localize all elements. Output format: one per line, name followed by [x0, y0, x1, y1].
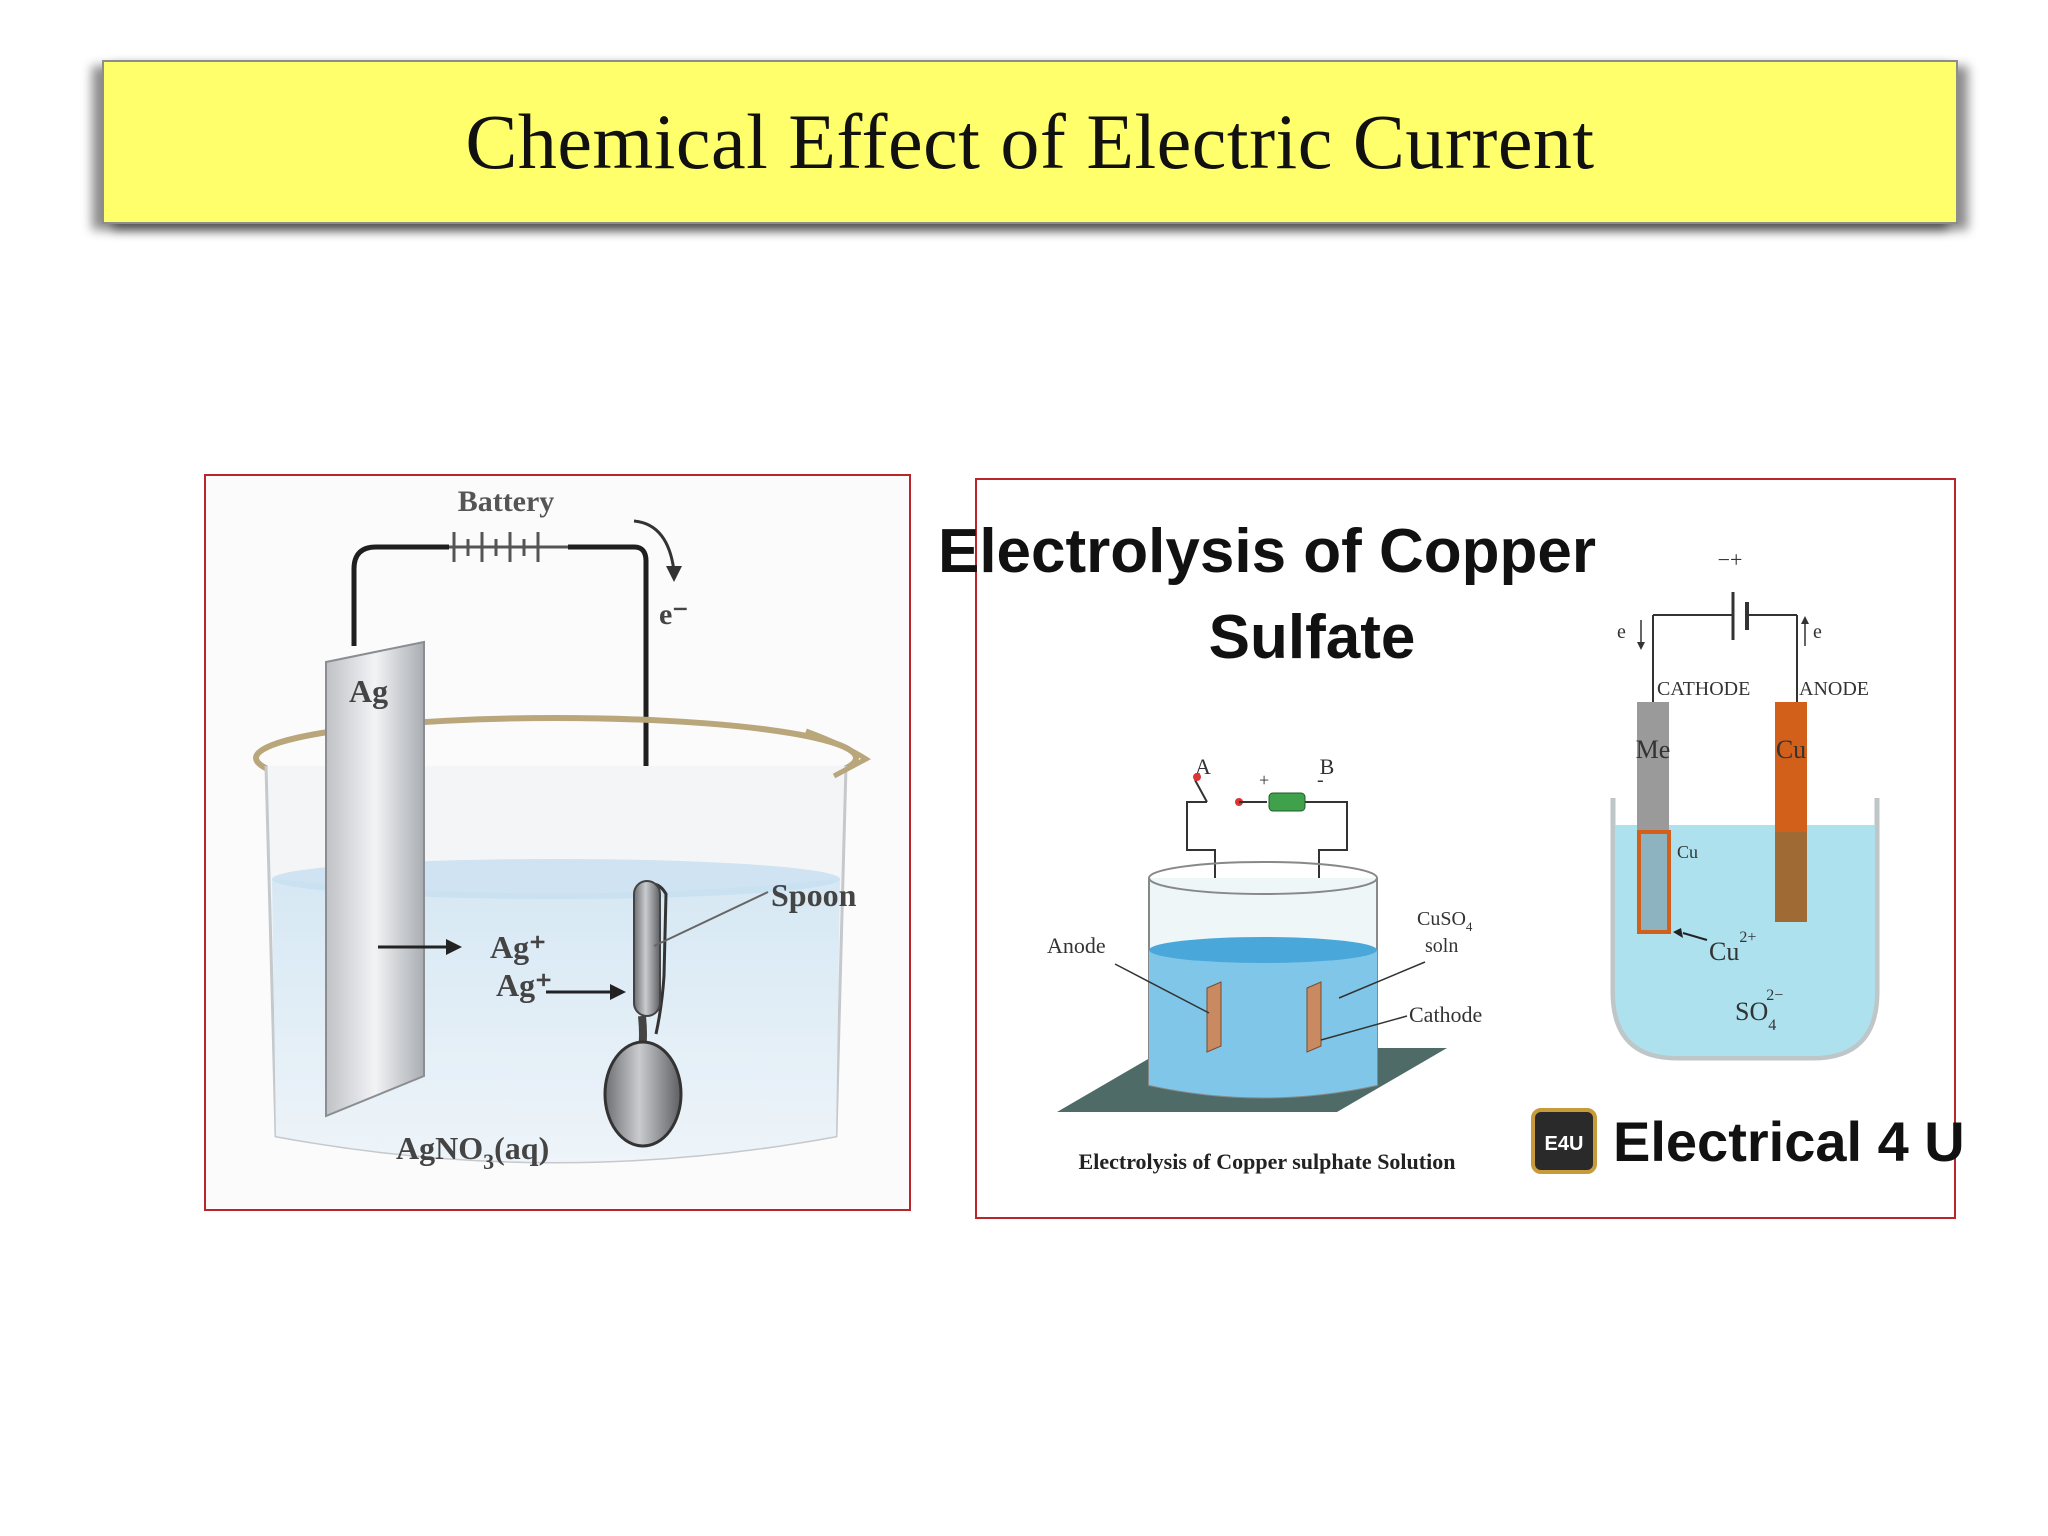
battery-label: Battery — [458, 485, 555, 518]
spoon-label: Spoon — [771, 877, 857, 913]
ion-arrow-icon — [610, 984, 626, 1000]
cathode-label: Cathode — [1409, 1002, 1482, 1027]
anode-submerged — [1775, 832, 1807, 922]
arrow-head-icon — [666, 566, 682, 582]
electron-right-label: e — [1813, 621, 1822, 643]
cuso4-label: CuSO4 — [1417, 908, 1473, 934]
electron-flow-arrow — [633, 519, 676, 572]
electrolysis-beaker-diagram: A B + - Anode CuSO4 soln — [1047, 754, 1482, 1174]
brand-name: Electrical 4 U — [1613, 1110, 1965, 1173]
switch-icon — [1194, 779, 1208, 803]
battery-cell-icon — [1268, 792, 1306, 812]
deposit-label: Cu — [1677, 842, 1698, 862]
electrolyte — [1615, 825, 1875, 1056]
wire-left — [351, 544, 449, 646]
anion-label: SO42− — [1735, 987, 1783, 1034]
cation-label: Cu2+ — [1709, 929, 1756, 966]
cathode-metal-label: Me — [1636, 735, 1671, 764]
minus-sign: - — [1317, 769, 1324, 791]
plus-sign: + — [1259, 770, 1269, 790]
silver-anode-plate — [325, 640, 425, 1118]
cathode-heading: CATHODE — [1657, 678, 1750, 700]
spoon-handle — [633, 880, 661, 1017]
e4u-badge — [1531, 1108, 1597, 1174]
ion-label-2: Ag⁺ — [496, 967, 552, 1003]
electrode-cell-diagram: −+ e e CATHODE ANODE Me Cu Cu — [1610, 547, 1880, 1061]
switch-label-a: A — [1195, 754, 1211, 779]
spoon-bowl — [603, 1040, 683, 1148]
ag-electrode-label: Ag — [349, 673, 388, 709]
solution-label: AgNO3(aq) — [396, 1130, 549, 1174]
slide-title: Chemical Effect of Electric Current — [465, 98, 1595, 185]
anode-plate — [1206, 981, 1222, 1053]
electron-left-label: e — [1617, 621, 1626, 643]
anode-metal-label: Cu — [1776, 735, 1806, 764]
diagram-caption: Electrolysis of Copper sulphate Solution — [1079, 1149, 1456, 1174]
copper-deposit — [1637, 830, 1671, 934]
brand-badge-text: E4U — [1545, 1133, 1584, 1155]
soln-label: soln — [1425, 935, 1458, 957]
ion-arrow-icon — [446, 939, 462, 955]
electron-label: e⁻ — [659, 598, 688, 631]
brand-logo: E4U Electrical 4 U — [1531, 1108, 1965, 1174]
electrolysis-vessel — [1610, 798, 1880, 1061]
cathode-plate — [1306, 981, 1322, 1053]
figure-heading-line1: Electrolysis of Copper — [938, 517, 1596, 586]
silver-plating-diagram: Battery e⁻ Ag — [253, 485, 871, 1174]
slide-title-bar: Chemical Effect of Electric Current — [102, 60, 1958, 224]
anode-heading: ANODE — [1799, 678, 1869, 700]
copper-sulfate-figure: Electrolysis of Copper Sulfate A B + - — [938, 478, 1965, 1219]
cuso4-solution — [1149, 950, 1377, 1098]
battery-icon — [449, 532, 568, 562]
anode-electrode — [1775, 702, 1807, 832]
ion-arrow-icon — [1673, 928, 1683, 938]
wire-right — [568, 544, 649, 886]
figure-heading-line2: Sulfate — [1209, 603, 1416, 672]
ion-label-1: Ag⁺ — [490, 929, 546, 965]
battery-sign: −+ — [1718, 547, 1743, 572]
cathode-electrode — [1637, 702, 1669, 832]
terminal-label-b: B — [1320, 754, 1335, 779]
silver-plating-figure: Battery e⁻ Ag — [204, 474, 911, 1211]
anode-label: Anode — [1047, 933, 1106, 958]
copper-sulfate-diagram: Electrolysis of Copper Sulfate A B + - — [938, 517, 1965, 1174]
